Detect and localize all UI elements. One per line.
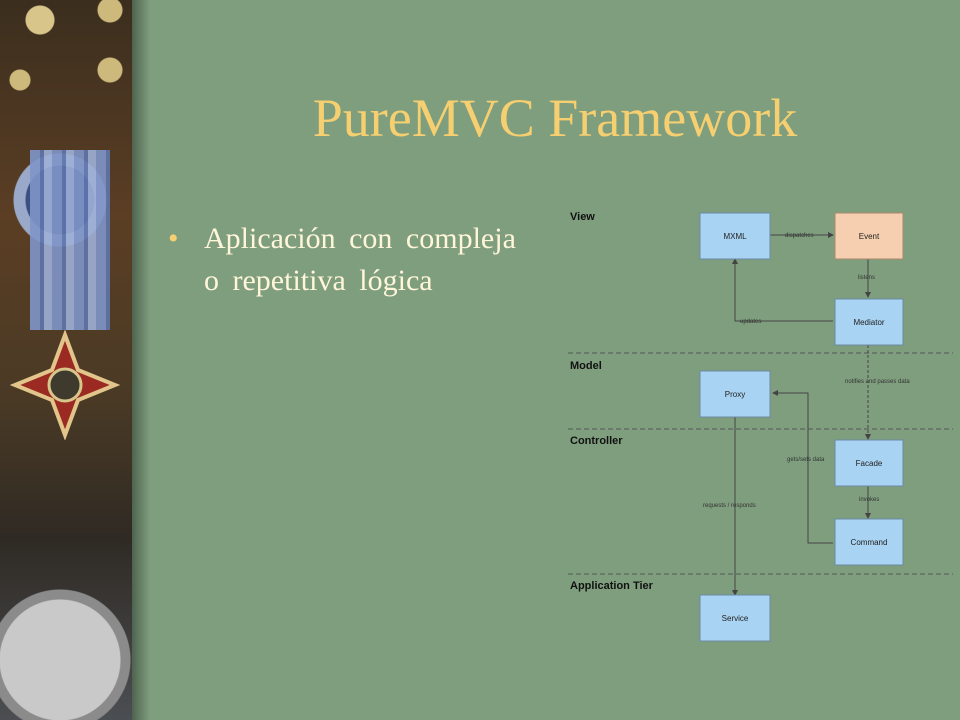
box-label-event: Event	[859, 232, 880, 241]
box-proxy: Proxy	[699, 370, 771, 418]
lane-label-controller: Controller	[570, 435, 623, 447]
edge-label-requests-responds: requests / responds	[703, 503, 756, 509]
bullet-item: • Aplicación con compleja o repetitiva l…	[168, 218, 538, 302]
box-mxml: MXML	[699, 212, 771, 260]
box-mediator: Mediator	[834, 298, 904, 346]
box-label-command: Command	[851, 538, 888, 547]
lane-label-application-tier: Application Tier	[570, 580, 654, 592]
bullet-dot-icon: •	[168, 222, 179, 255]
edge-label-listens: listens	[858, 275, 875, 281]
slide-title: PureMVC Framework	[312, 88, 798, 148]
edge-gets-sets	[772, 390, 833, 544]
medal-cross-image	[10, 330, 120, 440]
box-facade: Facade	[834, 439, 904, 487]
strip-shadow	[132, 0, 150, 720]
box-label-mediator: Mediator	[853, 318, 884, 327]
box-event: Event	[834, 212, 904, 260]
lane-label-model: Model	[570, 360, 602, 372]
edge-label-notifies: notifies and passes data	[845, 379, 910, 385]
edge-label-dispatches: dispatches	[785, 233, 814, 239]
box-command: Command	[834, 518, 904, 566]
box-service: Service	[699, 594, 771, 642]
bullet-text: Aplicación con compleja o repetitiva lóg…	[204, 222, 516, 297]
edge-label-updates: updates	[740, 319, 761, 325]
edge-label-invokes: invokes	[859, 497, 879, 503]
lane-label-view: View	[570, 211, 595, 223]
box-label-proxy: Proxy	[725, 390, 745, 399]
puremvc-diagram: View Model Controller Application Tier d…	[568, 211, 953, 642]
edge-updates	[732, 258, 833, 322]
box-label-facade: Facade	[856, 459, 883, 468]
box-label-mxml: MXML	[723, 232, 747, 241]
edge-label-gets-sets: gets/sets data	[787, 457, 825, 463]
medal-ribbon-image	[30, 150, 110, 330]
box-label-service: Service	[722, 614, 749, 623]
decorative-photo-strip	[0, 0, 132, 720]
